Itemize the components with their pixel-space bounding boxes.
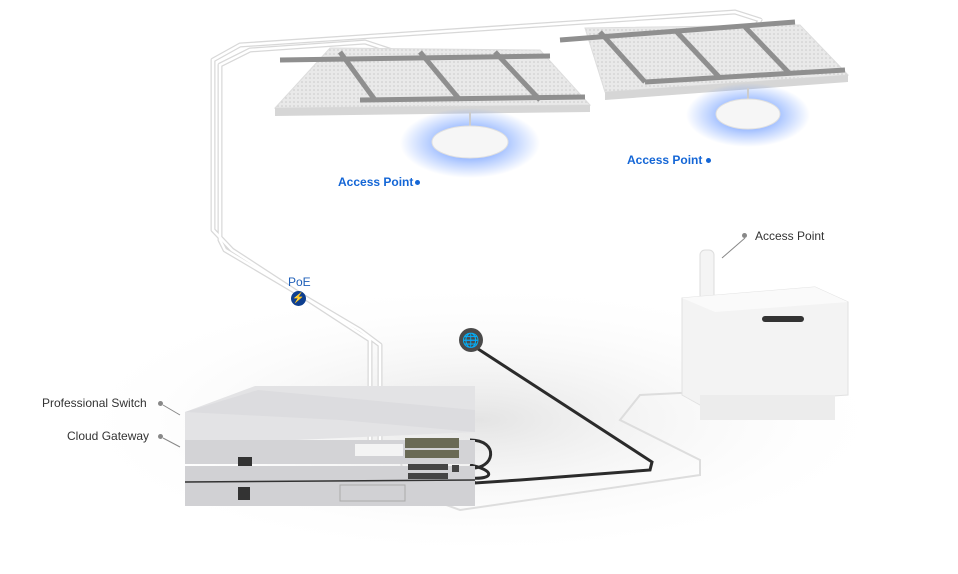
globe-icon: 🌐: [459, 328, 483, 352]
access-point-label-1: Access Point: [338, 175, 414, 189]
label-dot: [158, 434, 163, 439]
label-dot: [706, 158, 711, 163]
label-dot: [158, 401, 163, 406]
access-point-label-3: Access Point: [755, 229, 825, 243]
label-dot: [742, 233, 747, 238]
access-point-label-2: Access Point: [627, 153, 703, 167]
cloud-gateway-device: [184, 464, 476, 506]
professional-switch-label: Professional Switch: [42, 396, 147, 410]
poe-label: PoE: [288, 275, 311, 289]
cloud-gateway-label: Cloud Gateway: [67, 429, 150, 443]
professional-switch-device: [185, 386, 475, 470]
access-point-device-2: [686, 83, 810, 147]
ceiling-panel-1: [273, 47, 592, 116]
outdoor-access-point-enclosure: [681, 249, 849, 420]
lightning-icon: ⚡: [291, 291, 306, 306]
ceiling-panel-2: [559, 19, 850, 100]
access-point-device-1: [400, 108, 540, 178]
label-dot: [415, 180, 420, 185]
